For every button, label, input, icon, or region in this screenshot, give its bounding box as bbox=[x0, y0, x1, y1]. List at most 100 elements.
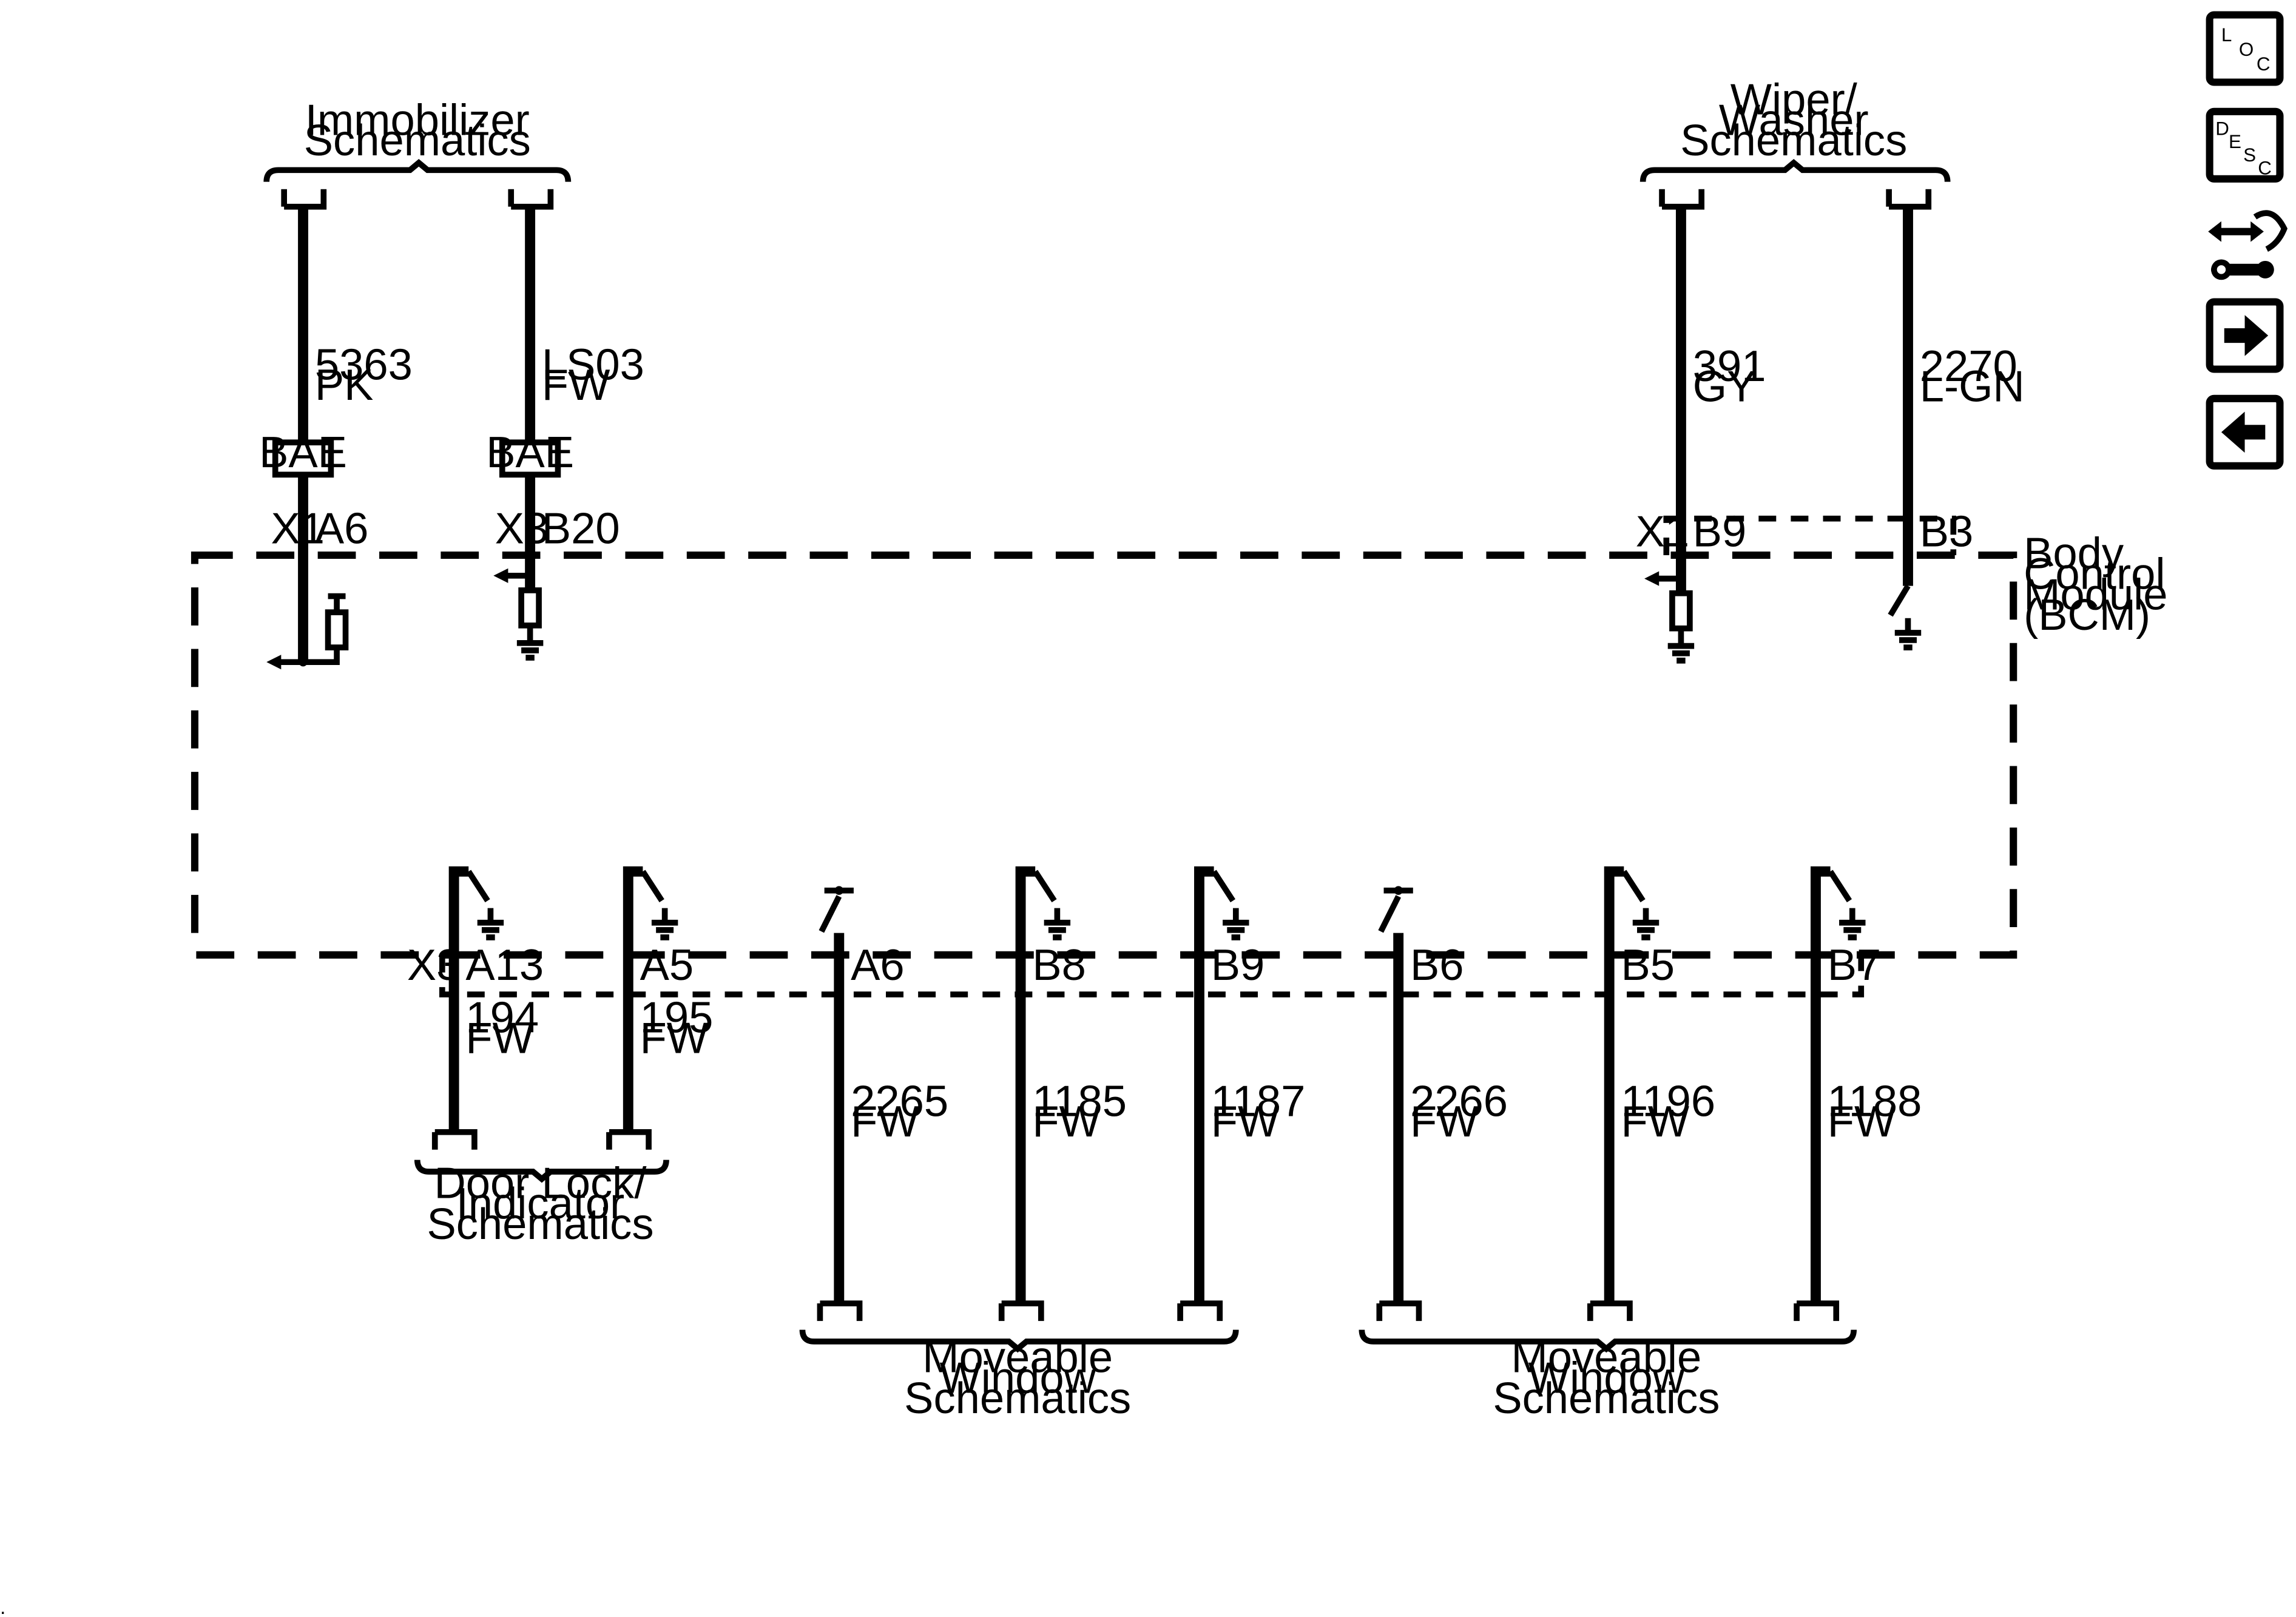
immobilizer-label-2: Schematics bbox=[304, 116, 531, 165]
circuit-1188-number: 1188 bbox=[1828, 1076, 1922, 1126]
desc-letter-e: E bbox=[2229, 131, 2241, 152]
window-right-label-2: Window bbox=[1528, 1353, 1685, 1402]
pin-b9-bottom-label: B9 bbox=[1211, 940, 1265, 990]
wiper-label-2: Washer bbox=[1719, 95, 1869, 144]
desc-button[interactable]: D E S C bbox=[2206, 107, 2284, 183]
pin-b5-bottom-label: B5 bbox=[1621, 940, 1675, 990]
immobilizer-harness: Immobilizer Schematics bbox=[263, 95, 572, 210]
circuit-ls03-number: LS03 bbox=[542, 340, 644, 389]
switch-icon bbox=[1211, 869, 1236, 903]
connector-x1-label-b: X1 bbox=[1636, 507, 1690, 556]
bcm-label-1: Body bbox=[2024, 529, 2124, 578]
corner-mark: . bbox=[0, 1596, 5, 1617]
window-right-label-1: Moveable bbox=[1511, 1333, 1701, 1382]
window-left-harness: Moveable Window Schematics bbox=[799, 1300, 1239, 1423]
switch-icon bbox=[1621, 869, 1646, 903]
door-lock-label-2: Indicator bbox=[456, 1179, 625, 1228]
window-left-label-2: Window bbox=[940, 1353, 1096, 1402]
pin-b7-bottom-label: B7 bbox=[1828, 940, 1882, 990]
circuit-2270-color: L-GN bbox=[1920, 362, 2025, 411]
circuit-1187-number: 1187 bbox=[1211, 1076, 1306, 1126]
splice-bae-2-label: BAE bbox=[486, 428, 574, 477]
circuit-1188-color: FW bbox=[1828, 1097, 1896, 1146]
loc-letter-c: C bbox=[2257, 53, 2271, 75]
circuit-5363-number: 5363 bbox=[315, 340, 413, 389]
loc-letter-o: O bbox=[2239, 39, 2254, 60]
circuit-195-number: 195 bbox=[640, 993, 714, 1042]
window-right-harness: Moveable Window Schematics bbox=[1359, 1300, 1857, 1423]
connector-wrench-icon[interactable] bbox=[2208, 210, 2288, 280]
circuit-5363: 5363 PK BAE X1 A6 bbox=[259, 206, 413, 670]
wiper-label-1: Wiper/ bbox=[1730, 75, 1858, 124]
connector-x3-label-a: X3 bbox=[495, 504, 549, 553]
circuit-2270: 2270 L-GN B3 bbox=[1888, 206, 2025, 650]
pin-a13-bottom-label: A13 bbox=[465, 940, 544, 990]
circuit-2270-number: 2270 bbox=[1920, 342, 2017, 391]
pin-b20-label: B20 bbox=[542, 504, 620, 553]
door-lock-harness: Door Lock/ Indicator Schematics bbox=[414, 1129, 669, 1249]
circuit-1187-color: FW bbox=[1211, 1097, 1280, 1146]
connector-x1-label-a: X1 bbox=[271, 504, 325, 553]
signal-arrow-icon bbox=[1644, 571, 1660, 586]
desc-letter-d: D bbox=[2215, 118, 2229, 139]
pin-b8-bottom-label: B8 bbox=[1032, 940, 1086, 990]
circuit-2265-number: 2265 bbox=[851, 1076, 948, 1126]
wiper-harness: Wiper/ Washer Schematics bbox=[1639, 75, 1951, 210]
switch-icon bbox=[640, 869, 664, 903]
splice-bae-1 bbox=[272, 439, 334, 478]
circuit-194-color: FW bbox=[465, 1014, 534, 1063]
signal-arrow-icon bbox=[493, 568, 508, 583]
window-left-label-1: Moveable bbox=[922, 1333, 1113, 1382]
bottom-circuits: A13194FWA5195FWA62265FWB81185FWB91187FWB… bbox=[448, 866, 1922, 1304]
bcm-label-3: Module bbox=[2024, 570, 2167, 619]
pin-b3-label: B3 bbox=[1920, 507, 1974, 556]
pin-a6-top-label: A6 bbox=[315, 504, 369, 553]
arrow-left-button[interactable] bbox=[2206, 394, 2284, 470]
immobilizer-label-1: Immobilizer bbox=[305, 95, 530, 144]
pin-b6-bottom-label: B6 bbox=[1410, 940, 1464, 990]
pin-b9-top-label: B9 bbox=[1693, 507, 1747, 556]
arrow-left-icon bbox=[2221, 411, 2266, 453]
switch-icon bbox=[1378, 895, 1401, 933]
desc-letter-c: C bbox=[2258, 158, 2272, 179]
loc-button[interactable]: L O C bbox=[2206, 11, 2284, 86]
arrow-right-icon bbox=[2224, 315, 2269, 356]
circuit-195-color: FW bbox=[640, 1014, 709, 1063]
circuit-1185-color: FW bbox=[1032, 1097, 1101, 1146]
circuit-5363-color: PK bbox=[315, 360, 374, 410]
circuit-391-color: GY bbox=[1693, 362, 1757, 411]
circuit-2266-number: 2266 bbox=[1410, 1076, 1508, 1126]
circuit-194-number: 194 bbox=[465, 993, 539, 1042]
door-lock-label-3: Schematics bbox=[427, 1200, 653, 1249]
circuit-1196-color: FW bbox=[1621, 1097, 1689, 1146]
bcm-boundary bbox=[191, 551, 2017, 959]
loc-letter-l: L bbox=[2221, 24, 2232, 46]
connector-x3-bottom-box bbox=[439, 954, 1865, 998]
circuit-ls03: LS03 FW BAE X3 B20 bbox=[486, 206, 644, 661]
switch-icon bbox=[466, 869, 490, 903]
pin-a5-bottom-label: A5 bbox=[640, 940, 694, 990]
circuit-391: 391 GY X1 B9 bbox=[1636, 206, 1766, 664]
arrow-right-button[interactable] bbox=[2206, 298, 2284, 373]
window-left-label-3: Schematics bbox=[904, 1374, 1131, 1423]
signal-arrow-icon bbox=[266, 655, 282, 670]
splice-bae-2 bbox=[499, 439, 561, 478]
switch-icon bbox=[819, 895, 842, 933]
desc-letter-s: S bbox=[2243, 144, 2256, 166]
circuit-391-number: 391 bbox=[1693, 342, 1766, 391]
circuit-1196-number: 1196 bbox=[1621, 1076, 1715, 1126]
switch-icon bbox=[1033, 869, 1057, 903]
circuit-ls03-color: FW bbox=[542, 360, 610, 410]
bcm-label-2: Control bbox=[2024, 550, 2165, 599]
switch-icon bbox=[1888, 584, 1911, 617]
wiper-label-3: Schematics bbox=[1680, 116, 1907, 165]
